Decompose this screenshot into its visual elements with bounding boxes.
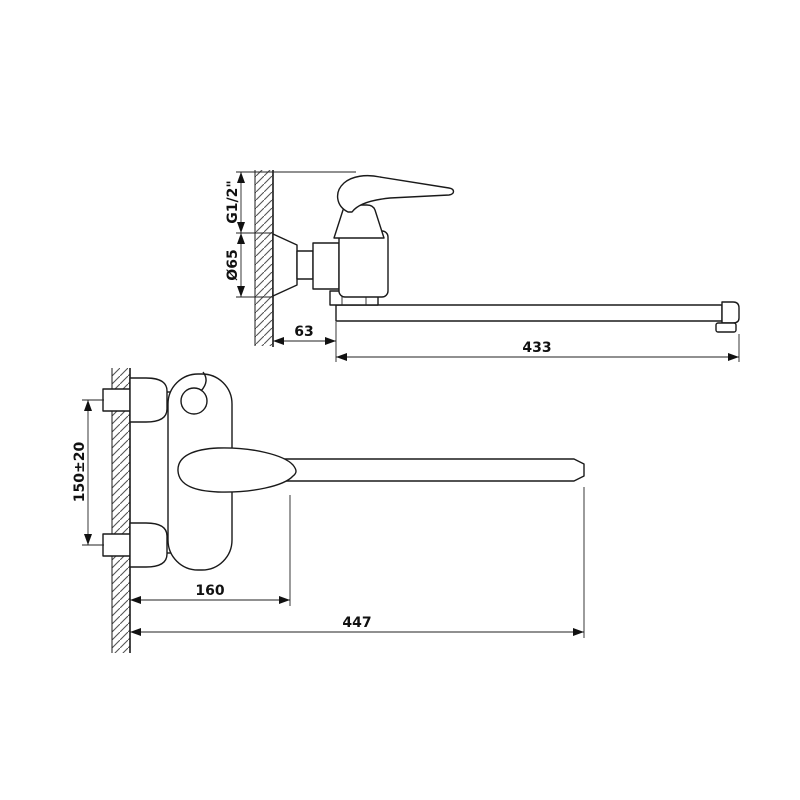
wall-section-side xyxy=(254,170,274,347)
dim-total-reach: 447 xyxy=(130,487,585,638)
dim-spout-length-label: 433 xyxy=(522,340,551,356)
spout-aerator xyxy=(715,322,737,333)
lever-edge-line xyxy=(200,371,207,392)
dimensions-side: G1/2" Ø65 63 433 xyxy=(225,171,740,362)
escutcheon-bottom xyxy=(129,522,168,568)
lever-tip-circle xyxy=(180,387,208,415)
handle-lever xyxy=(337,174,455,213)
dim-wall-offset-label: 63 xyxy=(294,324,313,340)
side-view: G1/2" Ø65 63 433 xyxy=(225,170,740,362)
dim-mount-spacing-label: 150±20 xyxy=(72,442,88,503)
dimensions-front: 150±20 160 447 xyxy=(72,399,585,638)
escutcheon-top xyxy=(129,377,168,423)
wall-hatch xyxy=(112,368,130,653)
connector-neck xyxy=(296,250,314,280)
body-left-section xyxy=(312,242,340,290)
mount-nut-top xyxy=(102,388,131,412)
dim-thread: G1/2" xyxy=(225,171,356,234)
dim-spout-length: 433 xyxy=(336,334,740,362)
dim-total-reach-label: 447 xyxy=(342,615,371,631)
handle-front xyxy=(177,447,297,493)
dim-flange-diameter-label: Ø65 xyxy=(225,249,241,280)
handle-dome xyxy=(333,204,385,239)
dim-flange-diameter: Ø65 xyxy=(225,233,273,298)
wall-flange-cone xyxy=(272,233,298,297)
dim-wall-offset: 63 xyxy=(273,322,337,362)
faucet-side xyxy=(272,174,740,333)
body-main-section xyxy=(338,230,389,298)
dim-thread-label: G1/2" xyxy=(225,180,241,223)
wall-hatch xyxy=(255,170,273,346)
front-view: 150±20 160 447 xyxy=(72,368,585,653)
faucet-front xyxy=(102,371,585,571)
dim-mount-spacing: 150±20 xyxy=(72,399,104,546)
dim-body-depth-label: 160 xyxy=(195,583,224,599)
mount-nut-bottom xyxy=(102,533,131,557)
spout-tube xyxy=(335,304,723,322)
spout-end-cap xyxy=(721,301,740,324)
dim-body-depth: 160 xyxy=(130,495,291,606)
